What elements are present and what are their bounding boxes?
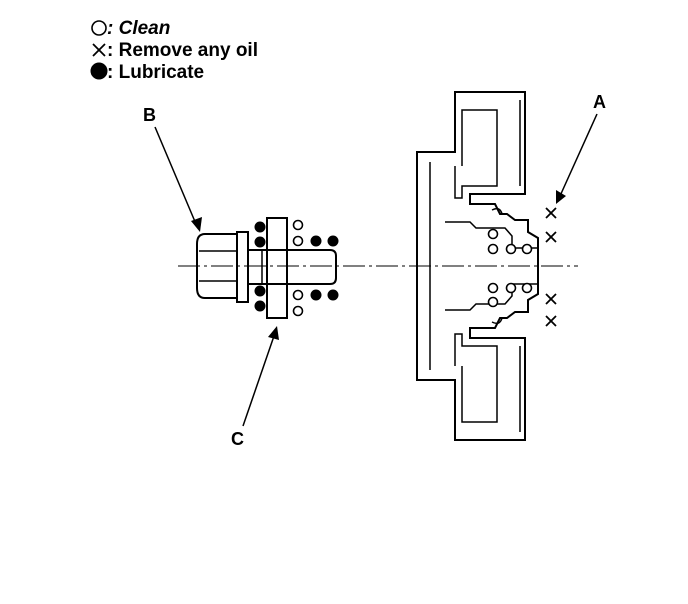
crankshaft-pulley-bolt bbox=[196, 231, 337, 303]
lubricate-mark bbox=[254, 236, 266, 248]
lubricate-mark bbox=[310, 235, 322, 247]
lubricate-mark bbox=[254, 221, 266, 233]
remove-oil-mark bbox=[545, 207, 557, 219]
callout-b-arrowhead bbox=[191, 217, 202, 232]
lubricate-mark bbox=[310, 289, 322, 301]
clean-mark bbox=[505, 243, 517, 255]
legend: : Clean : Remove any oil : Lubricate bbox=[90, 18, 258, 83]
pulley-service-marks bbox=[487, 207, 557, 327]
clean-mark bbox=[487, 296, 499, 308]
clean-mark bbox=[487, 243, 499, 255]
legend-remove-oil-label: : Remove any oil bbox=[107, 40, 258, 61]
callout-b-label: B bbox=[143, 105, 156, 125]
lubricate-mark bbox=[254, 285, 266, 297]
clean-mark bbox=[292, 305, 304, 317]
callout-a-arrowhead bbox=[556, 190, 566, 204]
lubricate-mark bbox=[327, 289, 339, 301]
clean-mark bbox=[505, 282, 517, 294]
clean-mark bbox=[521, 282, 533, 294]
callout-a: A bbox=[556, 92, 606, 204]
clean-mark bbox=[292, 289, 304, 301]
callout-c: C bbox=[231, 326, 279, 449]
clean-mark bbox=[521, 243, 533, 255]
remove-oil-mark bbox=[545, 315, 557, 327]
lubricate-mark bbox=[254, 300, 266, 312]
legend-clean-label: : Clean bbox=[107, 18, 170, 39]
bolt-service-marks bbox=[254, 219, 339, 317]
washer bbox=[266, 217, 288, 319]
clean-mark bbox=[292, 219, 304, 231]
remove-oil-mark bbox=[545, 293, 557, 305]
legend-lubricate-label: : Lubricate bbox=[107, 62, 204, 83]
clean-mark bbox=[292, 235, 304, 247]
legend-clean-symbol bbox=[91, 20, 107, 36]
clean-mark bbox=[487, 282, 499, 294]
callout-a-label: A bbox=[593, 92, 606, 112]
callout-b: B bbox=[143, 105, 202, 232]
callout-c-arrowhead bbox=[268, 326, 279, 340]
legend-lubricate-symbol bbox=[90, 62, 108, 80]
remove-oil-mark bbox=[545, 231, 557, 243]
clean-mark bbox=[487, 228, 499, 240]
lubricate-mark bbox=[327, 235, 339, 247]
legend-remove-oil-symbol bbox=[92, 43, 106, 57]
callout-c-label: C bbox=[231, 429, 244, 449]
